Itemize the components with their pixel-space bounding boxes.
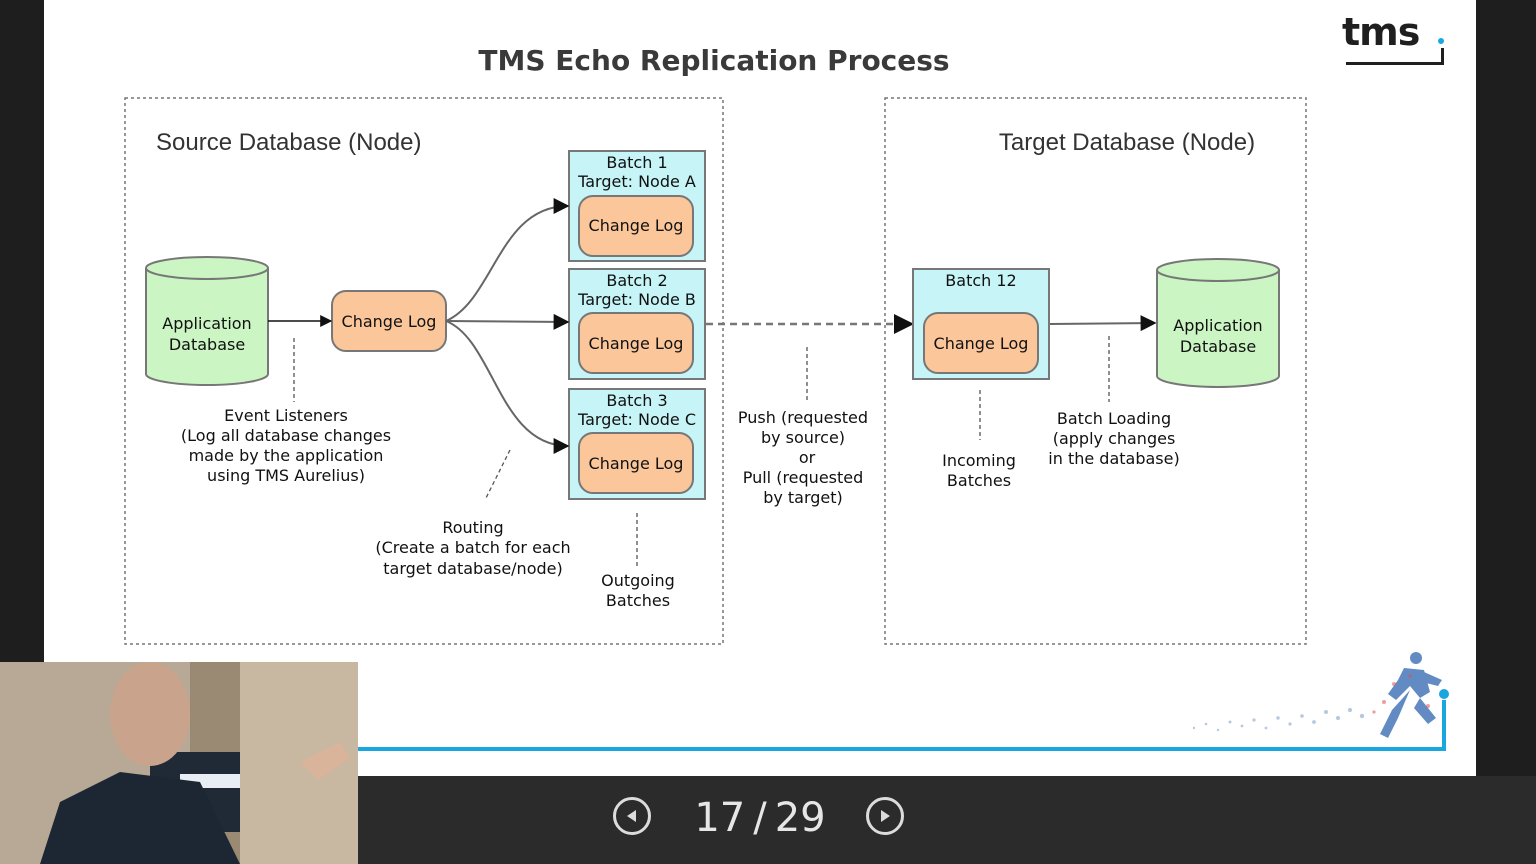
chevron-right-icon [881,810,890,822]
arrow-to-batch-3 [445,320,570,454]
current-slide-number: 17 [694,795,746,841]
batch-2-target: Target: Node B [577,290,696,309]
chevron-left-icon [627,810,636,822]
transfer-4: Pull (requested [743,468,864,487]
batch-2: Batch 2 Target: Node B Change Log [568,268,706,380]
batch-loading-3: in the database) [1048,449,1179,468]
batch-1-target: Target: Node A [577,172,696,191]
source-application-database: Application Database [145,256,269,386]
target-application-database: Application Database [1156,258,1280,388]
source-db-label-1: Application [162,314,251,333]
target-panel [884,97,1307,645]
slide-accent-dot [1439,689,1449,699]
event-listeners-1: Event Listeners [224,406,348,425]
presentation-slide: TMS Echo Replication Process Source Data… [44,0,1476,776]
tms-logo: tms [1342,10,1446,66]
outgoing-1: Outgoing [601,571,675,590]
slide-page-counter: 17/29 [690,792,830,844]
leader-routing [484,449,511,501]
batch-12: Batch 12 Change Log [912,268,1050,380]
total-slide-count: 29 [774,795,826,841]
outgoing-2: Batches [606,591,670,610]
page-separator: / [753,795,767,841]
routing-2: (Create a batch for each [375,538,570,557]
event-listeners-3: made by the application [189,446,384,465]
arrow-to-batch-2 [445,313,570,330]
incoming-2: Batches [947,471,1011,490]
batch-3-target: Target: Node C [577,410,696,429]
source-db-label-2: Database [169,335,245,354]
routing-3: target database/node) [383,559,562,578]
arrow-batch-to-target-db [1049,315,1157,332]
webcam-video [0,662,358,864]
presenter-video-icon [0,662,358,864]
incoming-1: Incoming [942,451,1016,470]
tms-logo-text: tms [1342,10,1420,54]
batch-3: Batch 3 Target: Node C Change Log [568,388,706,500]
batch-1-change-log: Change Log [589,216,684,235]
transfer-1: Push (requested [738,408,868,427]
transfer-3: or [799,448,816,467]
transfer-5: by target) [763,488,843,507]
source-change-log-label: Change Log [342,312,437,331]
arrow-to-batch-1 [445,198,570,322]
target-panel-title: Target Database (Node) [999,129,1255,156]
source-panel-title: Source Database (Node) [156,129,421,156]
batch-12-title: Batch 12 [945,271,1016,290]
previous-slide-button[interactable] [613,797,651,835]
target-db-label-2: Database [1180,337,1256,356]
event-listeners-2: (Log all database changes [181,426,391,445]
batch-loading-1: Batch Loading [1057,409,1171,428]
tms-logo-dot [1438,38,1444,44]
batch-2-title: Batch 2 [606,271,667,290]
transfer-2: by source) [761,428,845,447]
target-db-label-1: Application [1173,316,1262,335]
batch-1: Batch 1 Target: Node A Change Log [568,150,706,262]
routing-1: Routing [442,518,503,537]
batch-3-title: Batch 3 [606,391,667,410]
batch-loading-2: (apply changes [1053,429,1176,448]
replication-diagram: TMS Echo Replication Process Source Data… [124,44,1449,751]
batch-12-change-log: Change Log [934,334,1029,353]
batch-3-change-log: Change Log [589,454,684,473]
tms-logo-hook [1441,48,1444,65]
batch-1-title: Batch 1 [606,153,667,172]
source-panel [124,97,724,645]
tms-logo-underline [1346,62,1444,65]
runner-decoration-icon [1192,652,1442,738]
source-change-log: Change Log [331,290,447,352]
batch-2-change-log: Change Log [589,334,684,353]
next-slide-button[interactable] [866,797,904,835]
event-listeners-4: using TMS Aurelius) [207,466,365,485]
slide-title: TMS Echo Replication Process [478,44,949,77]
